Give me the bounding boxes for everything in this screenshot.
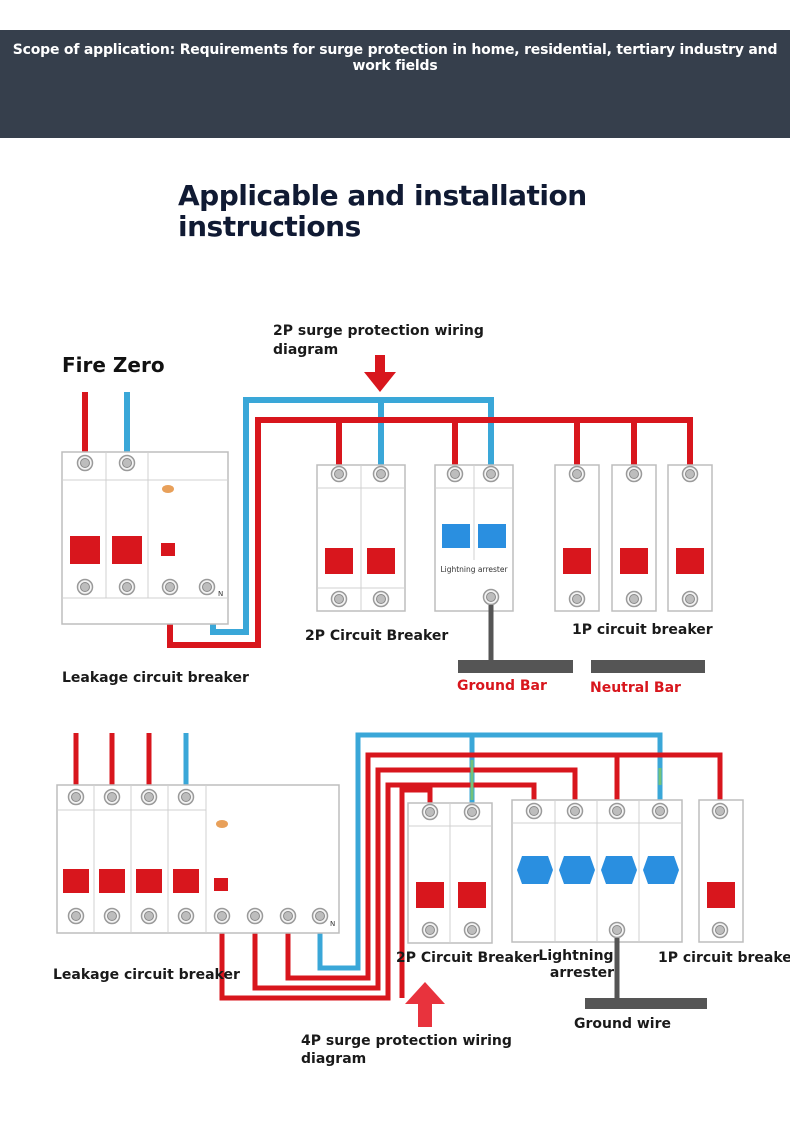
circuit-breaker-1p-c — [667, 464, 713, 612]
fire-zero-label: Fire Zero — [62, 353, 165, 377]
live-wire-l3 — [285, 752, 620, 981]
neutral-mark: N — [218, 590, 223, 598]
ground-bar-label: Ground Bar — [457, 678, 547, 694]
neutral-bar-label: Neutral Bar — [590, 680, 681, 696]
circuit-breaker-2p — [316, 464, 406, 612]
neutral-mark-4p: N — [330, 920, 335, 928]
leakage-breaker-4p: N — [56, 784, 340, 934]
lightning-arrester: Lightning arrester — [434, 464, 514, 612]
circuit-breaker-2p-label-4p: 2P Circuit Breaker — [396, 950, 539, 966]
arrow-up-icon — [405, 982, 445, 1027]
page-title-line1: Applicable and installation — [178, 179, 587, 212]
diagram-4p-title-line1: 4P surge protection wiring — [301, 1033, 512, 1049]
neutral-bus-wire — [210, 397, 494, 635]
ground-wire-label: Ground wire — [574, 1016, 671, 1032]
diagram-2p-title-line2: diagram — [273, 342, 338, 358]
circuit-breaker-1p-4p-diagram — [698, 799, 744, 943]
leakage-breaker-label-4p: Leakage circuit breaker — [53, 967, 240, 983]
circuit-breaker-1p-a — [554, 464, 600, 612]
leakage-breaker-label: Leakage circuit breaker — [62, 670, 249, 686]
circuit-breaker-2p-label: 2P Circuit Breaker — [305, 628, 448, 644]
page-title: Applicable and installation instructions — [178, 180, 598, 242]
diagram-4p-title-line2: diagram — [301, 1051, 366, 1067]
ground-bar-4p — [585, 998, 707, 1009]
banner-text: Scope of application: Requirements for s… — [12, 42, 778, 74]
arrow-down-icon — [364, 355, 396, 392]
header-banner — [0, 30, 790, 138]
ground-bar — [458, 660, 573, 673]
live-bus-wire — [167, 417, 693, 648]
circuit-breaker-2p-4p-diagram — [407, 802, 493, 944]
leakage-breaker-2p: N — [61, 451, 229, 625]
live-wire-l2 — [252, 767, 578, 991]
diagram-4p: N — [53, 732, 790, 1067]
neutral-bar — [591, 660, 705, 673]
circuit-breaker-1p-b — [611, 464, 657, 612]
page-title-line2: instructions — [178, 210, 361, 243]
diagram-2p: N Lightning arrester — [61, 323, 713, 696]
lightning-arrester-4p — [511, 799, 683, 943]
lightning-arrester-label-line2: arrester — [550, 965, 614, 981]
diagram-2p-title-line1: 2P surge protection wiring — [273, 323, 484, 339]
lightning-arrester-label-line1: Lightning — [538, 948, 613, 964]
lightning-arrester-label: Lightning arrester — [440, 565, 508, 574]
circuit-breaker-1p-label: 1P circuit breaker — [572, 622, 713, 638]
circuit-breaker-1p-label-4p: 1P circuit breaker — [658, 950, 790, 966]
live-wire-l1 — [219, 782, 537, 1001]
neutral-bus-wire-4p — [317, 732, 663, 971]
